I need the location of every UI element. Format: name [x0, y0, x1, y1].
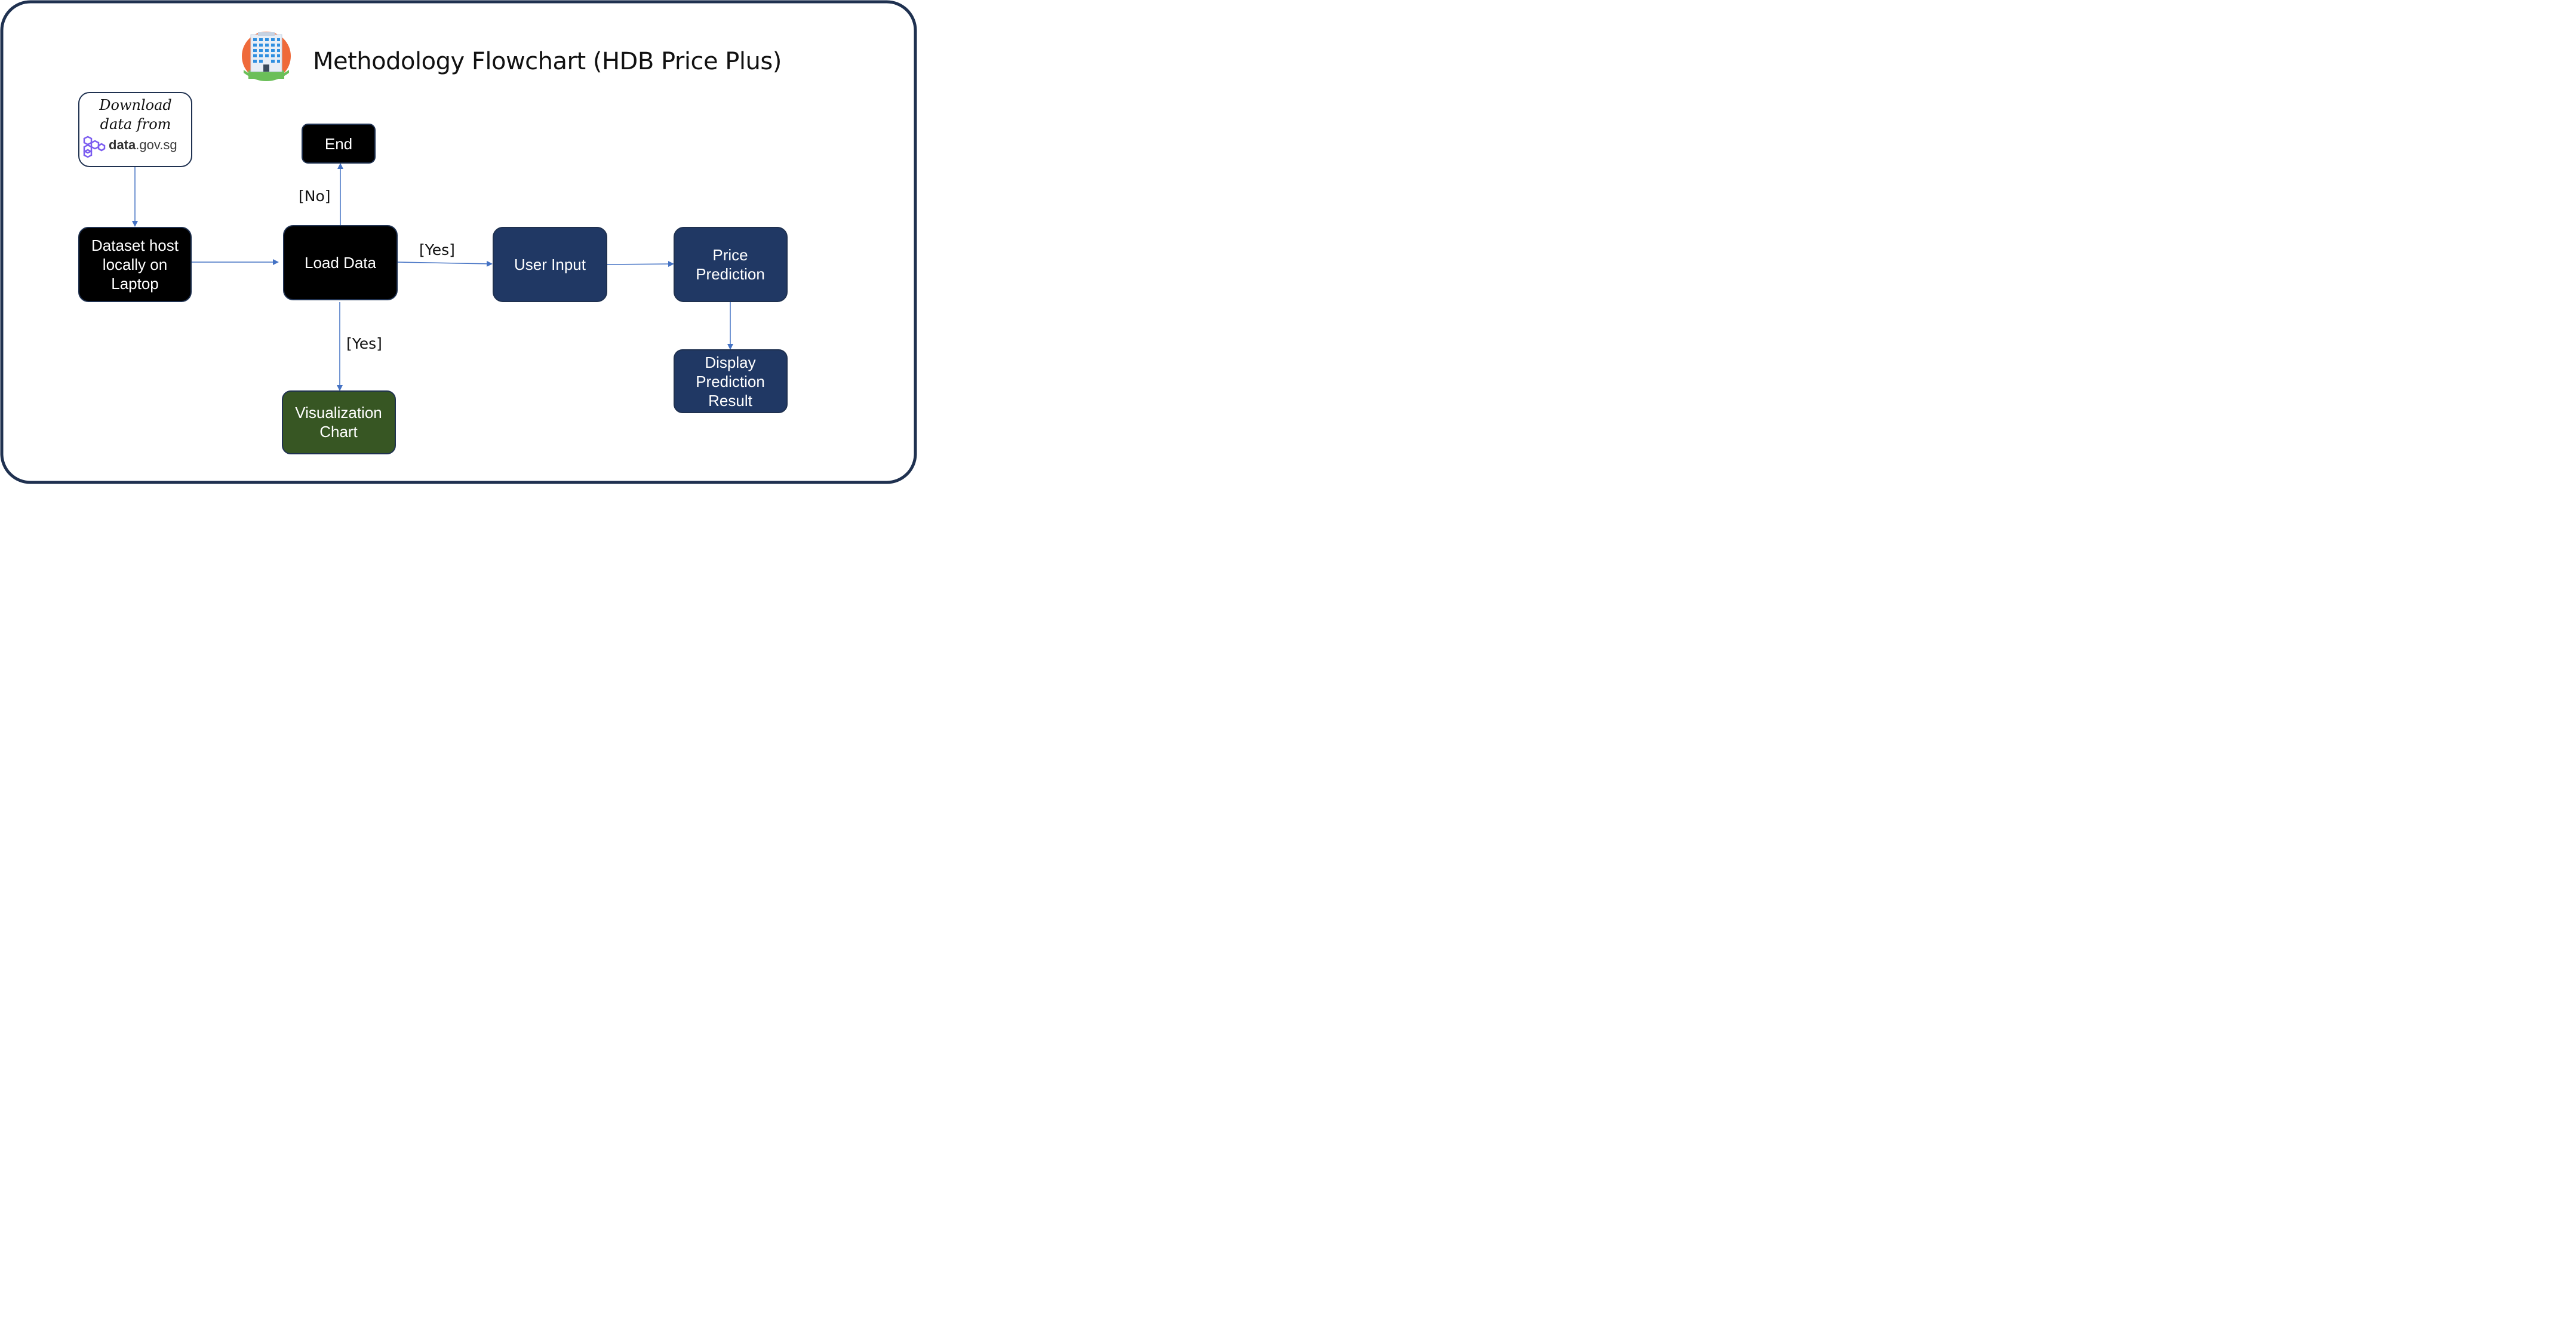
node-load-data [283, 225, 398, 300]
node-display-line1: Display [705, 353, 755, 371]
node-viz-line1: Visualization [295, 404, 382, 422]
node-display-result [674, 349, 788, 413]
node-display-line2: Prediction [696, 373, 765, 390]
node-dataset-line3: Laptop [111, 275, 159, 293]
node-load-data-label: Load Data [305, 254, 377, 272]
node-user-input [493, 227, 607, 302]
arrow-load-to-user-input [396, 260, 493, 267]
page-title: Methodology Flowchart (HDB Price Plus) [313, 48, 782, 75]
edge-label-yes-down: [Yes] [346, 335, 382, 352]
node-user-input-label: User Input [514, 256, 586, 273]
node-dataset-line1: Dataset host [91, 236, 179, 254]
node-download [78, 92, 192, 167]
node-download-text: Download data from [79, 96, 192, 134]
node-price-line1: Price [712, 246, 748, 264]
flowchart-canvas: Dataset host locally on Laptop End Load … [0, 0, 917, 484]
building-icon [242, 32, 291, 81]
node-visualization [282, 390, 396, 454]
node-price-line2: Prediction [696, 265, 765, 283]
brand-text: data.gov.sg [109, 137, 177, 153]
node-dataset-line2: locally on [103, 256, 167, 273]
hexagon-logo-icon [83, 136, 106, 158]
brand-rest: .gov.sg [136, 137, 177, 152]
node-dataset [78, 227, 192, 302]
node-download-line1: Download [99, 97, 172, 113]
brand-bold: data [109, 137, 136, 152]
node-end [302, 124, 376, 164]
node-price-prediction [674, 227, 788, 302]
node-display-line3: Result [708, 392, 752, 410]
edge-label-yes-right: [Yes] [419, 241, 455, 259]
edge-label-no: [No] [299, 187, 331, 205]
node-end-label: End [325, 135, 352, 153]
node-download-line2: data from [100, 116, 171, 133]
node-viz-line2: Chart [319, 423, 358, 441]
